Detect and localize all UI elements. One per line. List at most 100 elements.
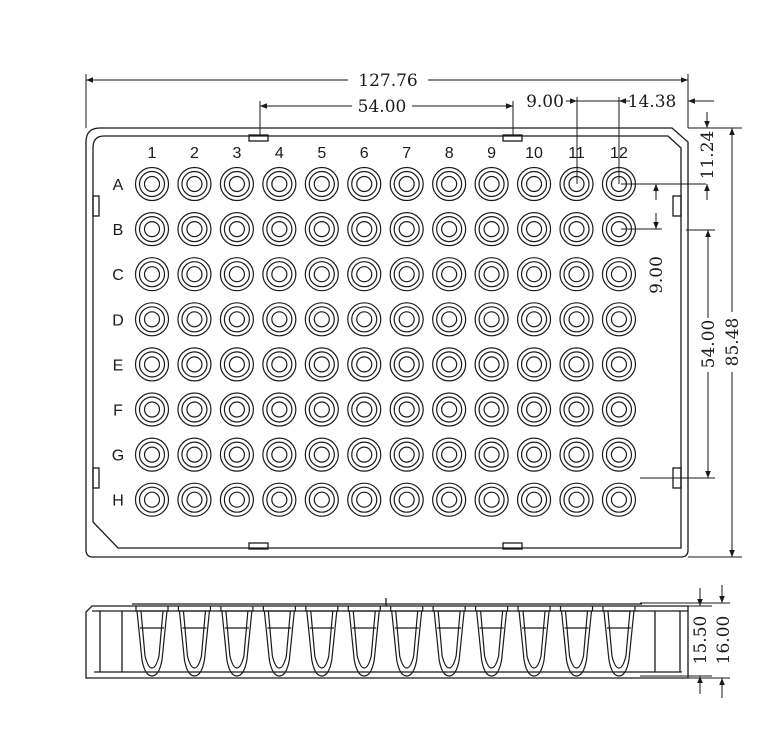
well-bottom (356, 401, 373, 418)
tube (262, 606, 296, 677)
well-bottom (356, 491, 373, 508)
well-bottom (610, 266, 628, 283)
well-rim (559, 437, 594, 472)
well-wall (520, 441, 548, 468)
well-rim (219, 482, 254, 517)
well-bottom (271, 356, 288, 373)
well-wall (520, 261, 548, 288)
well (262, 437, 297, 472)
well-rim (219, 347, 254, 382)
well (304, 437, 339, 472)
well-bottom (271, 221, 288, 238)
well-rim (389, 482, 424, 517)
well-wall (478, 486, 505, 513)
well-wall (181, 261, 208, 288)
well (559, 392, 594, 427)
row-label: F (113, 403, 123, 420)
well (474, 482, 509, 517)
well-wall (138, 216, 166, 243)
well-bottom (568, 491, 585, 508)
well-bottom (313, 175, 330, 193)
well-wall (138, 351, 166, 378)
tube-inner-profile (352, 610, 376, 669)
well-bottom (441, 446, 458, 463)
well-rim (474, 437, 509, 472)
well (219, 392, 254, 427)
well (262, 166, 297, 202)
well-bottom (525, 266, 543, 283)
well-bottom (441, 311, 458, 328)
well-bottom (143, 356, 161, 373)
well-wall (308, 351, 335, 378)
side-tubes (135, 606, 636, 677)
well (177, 302, 212, 337)
tube-outer-profile (136, 610, 168, 677)
well-bottom (313, 401, 330, 418)
well-wall (520, 170, 548, 198)
dim-well-pitch-horizontal: 9.00 (526, 92, 564, 112)
well-rim (304, 437, 339, 472)
well (516, 392, 552, 427)
well-bottom (568, 266, 585, 283)
tube-inner-profile (267, 610, 291, 669)
well-rim (601, 437, 637, 472)
well-wall (181, 351, 208, 378)
well-wall (181, 396, 208, 423)
well-rim (134, 212, 170, 247)
plate-notch-right-upper (672, 195, 682, 217)
well-wall (181, 486, 208, 513)
tube-collar (602, 606, 636, 612)
well (516, 212, 552, 247)
tube-outer-profile (476, 610, 508, 677)
well-wall (478, 396, 505, 423)
well-rim (304, 302, 339, 337)
well (516, 302, 552, 337)
well-wall (393, 351, 420, 378)
column-label: 1 (148, 145, 157, 162)
well-rim (219, 212, 254, 247)
column-label: 6 (360, 145, 369, 162)
well-wall (478, 351, 505, 378)
well (474, 166, 509, 202)
dim-overall-depth: 85.48 (723, 318, 743, 367)
well-wall (181, 306, 208, 333)
well-wall (181, 216, 208, 243)
column-label: 2 (190, 145, 199, 162)
well-wall (520, 396, 548, 423)
well-rim (474, 347, 509, 382)
well (559, 482, 594, 517)
well-bottom (143, 175, 161, 193)
well-bottom (143, 221, 161, 238)
plate-notch-bottom-left (248, 542, 269, 550)
well-wall (181, 170, 208, 198)
well-bottom (483, 446, 500, 463)
well-wall (308, 306, 335, 333)
well (432, 302, 467, 337)
well-rim (474, 392, 509, 427)
dim-right-edge-to-col12: 14.38 (628, 92, 677, 112)
well (219, 482, 254, 517)
well (516, 482, 552, 517)
well-bottom (441, 491, 458, 508)
column-label: 5 (317, 145, 326, 162)
well-rim (347, 437, 382, 472)
well-bottom (525, 175, 543, 193)
well (389, 212, 424, 247)
tube-inner-profile (607, 610, 631, 669)
well (432, 392, 467, 427)
well-wall (563, 351, 590, 378)
tube-collar (347, 606, 381, 612)
well-rim (177, 482, 212, 517)
column-label: 7 (402, 145, 411, 162)
well (177, 257, 212, 292)
plate-notch-left-upper (92, 195, 100, 217)
well-wall (351, 216, 378, 243)
well-wall (138, 261, 166, 288)
well (262, 257, 297, 292)
well-wall (563, 441, 590, 468)
well-bottom (186, 221, 203, 238)
tube-inner-profile (564, 610, 589, 669)
well-bottom (228, 446, 245, 463)
well (262, 482, 297, 517)
